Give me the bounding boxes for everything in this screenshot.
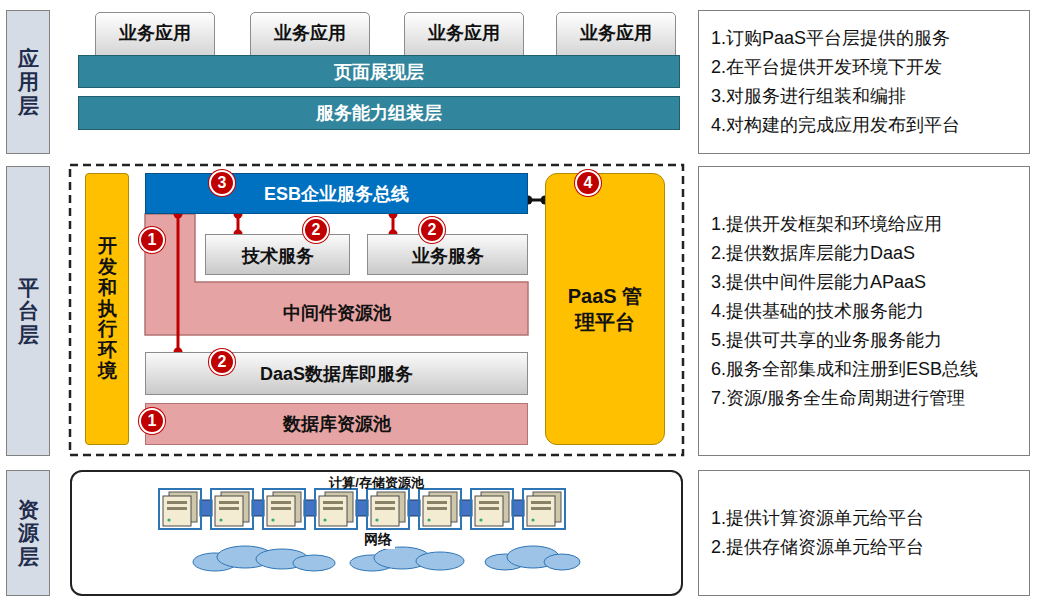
node-text: 1.提供开发框架和环境给应用 [711, 210, 942, 239]
server-row [159, 489, 565, 529]
layer-band: 服务能力组装层 [78, 96, 680, 130]
node-text: 1.提供计算资源单元给平台 [711, 504, 924, 533]
platform-frame [70, 165, 683, 455]
pool-area: 中间件资源池 [145, 282, 528, 335]
node-text: 2.提供数据库层能力DaaS [711, 239, 915, 268]
node-text: 7.资源/服务全生命周期进行管理 [711, 384, 965, 413]
server-icon [523, 489, 565, 529]
server-icon [263, 489, 305, 529]
callout-number: 4 [575, 170, 601, 196]
node-text: 技术服务 [242, 244, 314, 268]
env-column: 开发和执行环境 [85, 173, 129, 445]
note-box: 1.订购PaaS平台层提供的服务2.在平台提供开发环境下开发3.对服务进行组装和… [698, 10, 1030, 154]
callout-number: 2 [303, 217, 329, 243]
node-text: 业务应用 [580, 21, 652, 45]
node-text: 计算/存储资源池 [329, 474, 424, 492]
node-text: 业务应用 [274, 21, 346, 45]
layer-band: 页面展现层 [78, 55, 680, 88]
service-box: DaaS数据库即服务 [145, 352, 528, 395]
layer-label: 平台层 [6, 166, 50, 456]
node-text: 业务应用 [428, 21, 500, 45]
network-cloud [350, 547, 464, 571]
pool-box: 数据库资源池 [145, 403, 528, 445]
node-text: DaaS数据库即服务 [260, 362, 413, 386]
node-text: 开发和执行环境 [98, 236, 117, 382]
node-text: ESB企业服务总线 [264, 182, 409, 206]
node-text: 3.提供中间件层能力APaaS [711, 268, 926, 297]
bus-bar: ESB企业服务总线 [145, 173, 528, 214]
node-text: 平台层 [18, 276, 39, 345]
node-text: PaaS 管理平台 [562, 283, 648, 335]
server-icon [159, 489, 201, 529]
network-label: 网络 [361, 531, 395, 549]
node-text: 资源层 [18, 498, 39, 567]
node-text: 2.提供存储资源单元给平台 [711, 533, 924, 562]
layer-label: 应用层 [6, 10, 50, 154]
connector [174, 210, 183, 357]
connector-line [177, 214, 180, 352]
layer-label: 资源层 [6, 470, 50, 596]
server-icon [211, 489, 253, 529]
node-text: 5.提供可共享的业务服务能力 [711, 326, 942, 355]
network-cloud [485, 546, 580, 570]
node-text: 业务服务 [412, 244, 484, 268]
node-text: 业务应用 [119, 21, 191, 45]
node-text: 页面展现层 [334, 60, 424, 84]
callout-number: 1 [139, 227, 165, 253]
note-box: 1.提供开发框架和环境给应用2.提供数据库层能力DaaS3.提供中间件层能力AP… [698, 166, 1030, 456]
server-icon [367, 489, 409, 529]
middleware-area [145, 214, 528, 335]
callout-number: 3 [209, 170, 235, 196]
callout-number: 2 [209, 349, 235, 375]
server-icon [315, 489, 357, 529]
node-text: 4.提供基础的技术服务能力 [711, 297, 924, 326]
server-icon [419, 489, 461, 529]
node-text: 1.订购PaaS平台层提供的服务 [711, 24, 950, 53]
network-cloud [193, 546, 335, 571]
node-text: 服务能力组装层 [316, 101, 442, 125]
service-box: 技术服务 [205, 234, 350, 275]
server-icon [471, 489, 513, 529]
node-text: 应用层 [18, 47, 39, 116]
node-text: 中间件资源池 [283, 301, 391, 325]
node-text: 4.对构建的完成应用发布到平台 [711, 111, 960, 140]
service-box: 业务服务 [367, 234, 528, 275]
callout-number: 1 [139, 408, 165, 434]
node-text: 2.在平台提供开发环境下开发 [711, 53, 942, 82]
management-box: PaaS 管理平台 [545, 173, 665, 445]
node-text: 3.对服务进行组装和编排 [711, 82, 906, 111]
note-box: 1.提供计算资源单元给平台2.提供存储资源单元给平台 [698, 470, 1030, 596]
node-text: 数据库资源池 [283, 412, 391, 436]
callout-number: 2 [419, 217, 445, 243]
node-text: 6.服务全部集成和注册到ESB总线 [711, 355, 978, 384]
